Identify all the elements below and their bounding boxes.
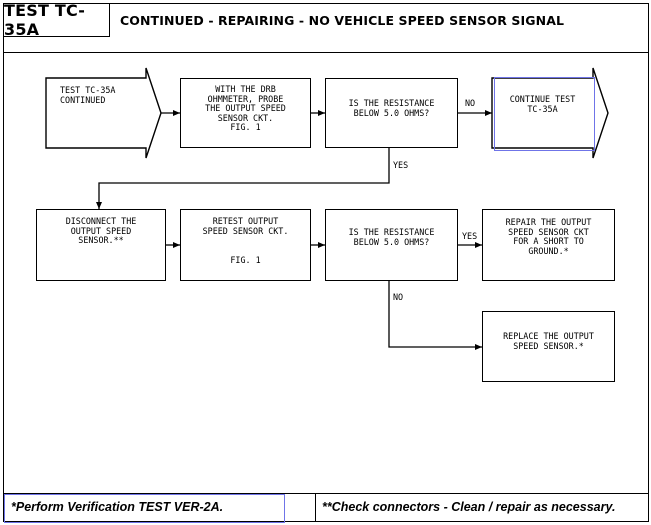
footer-note-verification: *Perform Verification TEST VER-2A. bbox=[11, 500, 224, 514]
step-retest-fig: FIG. 1 bbox=[230, 255, 261, 265]
decision-resistance-1-text: IS THE RESISTANCE BELOW 5.0 OHMS? bbox=[348, 98, 435, 118]
test-id-box: TEST TC-35A bbox=[3, 1, 110, 39]
step-replace: REPLACE THE OUTPUT SPEED SENSOR.* bbox=[482, 311, 615, 382]
label-no-1: NO bbox=[465, 98, 476, 108]
step-start: TEST TC-35A CONTINUED bbox=[46, 78, 146, 148]
step-repair: REPAIR THE OUTPUT SPEED SENSOR CKT FOR A… bbox=[482, 209, 615, 281]
decision-resistance-1: IS THE RESISTANCE BELOW 5.0 OHMS? bbox=[325, 78, 458, 148]
step-retest: RETEST OUTPUT SPEED SENSOR CKT. FIG. 1 bbox=[180, 209, 311, 281]
step-disconnect: DISCONNECT THE OUTPUT SPEED SENSOR.** bbox=[36, 209, 166, 281]
step-replace-text: REPLACE THE OUTPUT SPEED SENSOR.* bbox=[503, 331, 594, 351]
footer-divider bbox=[3, 493, 649, 494]
label-no-2: NO bbox=[393, 292, 404, 302]
step-continue: CONTINUE TEST TC-35A bbox=[492, 78, 593, 148]
label-yes-1: YES bbox=[393, 160, 409, 170]
step-probe-text: WITH THE DRB OHMMETER, PROBE THE OUTPUT … bbox=[205, 84, 286, 132]
header-divider bbox=[3, 52, 649, 53]
footer-separator bbox=[315, 493, 316, 522]
decision-resistance-2: IS THE RESISTANCE BELOW 5.0 OHMS? bbox=[325, 209, 458, 281]
page-frame bbox=[3, 3, 649, 522]
step-start-text: TEST TC-35A CONTINUED bbox=[60, 85, 116, 105]
start-arrow-shape bbox=[45, 67, 162, 159]
step-continue-text: CONTINUE TEST TC-35A bbox=[509, 94, 576, 114]
selection-highlight-footer bbox=[4, 494, 285, 523]
test-id: TEST TC-35A bbox=[4, 1, 86, 39]
step-repair-text: REPAIR THE OUTPUT SPEED SENSOR CKT FOR A… bbox=[505, 217, 592, 256]
decision-resistance-2-text: IS THE RESISTANCE BELOW 5.0 OHMS? bbox=[348, 227, 435, 247]
arrow-question2-no bbox=[388, 281, 482, 350]
selection-highlight-continue bbox=[494, 77, 595, 151]
footer-note-connectors: **Check connectors - Clean / repair as n… bbox=[322, 500, 616, 514]
arrow-question1-yes bbox=[96, 148, 390, 209]
step-probe: WITH THE DRB OHMMETER, PROBE THE OUTPUT … bbox=[180, 78, 311, 148]
step-disconnect-text: DISCONNECT THE OUTPUT SPEED SENSOR.** bbox=[65, 216, 137, 245]
label-yes-2: YES bbox=[462, 231, 478, 241]
page-title: CONTINUED - REPAIRING - NO VEHICLE SPEED… bbox=[120, 12, 565, 28]
step-retest-text: RETEST OUTPUT SPEED SENSOR CKT. bbox=[202, 216, 289, 236]
continue-arrow-shape bbox=[491, 67, 609, 159]
